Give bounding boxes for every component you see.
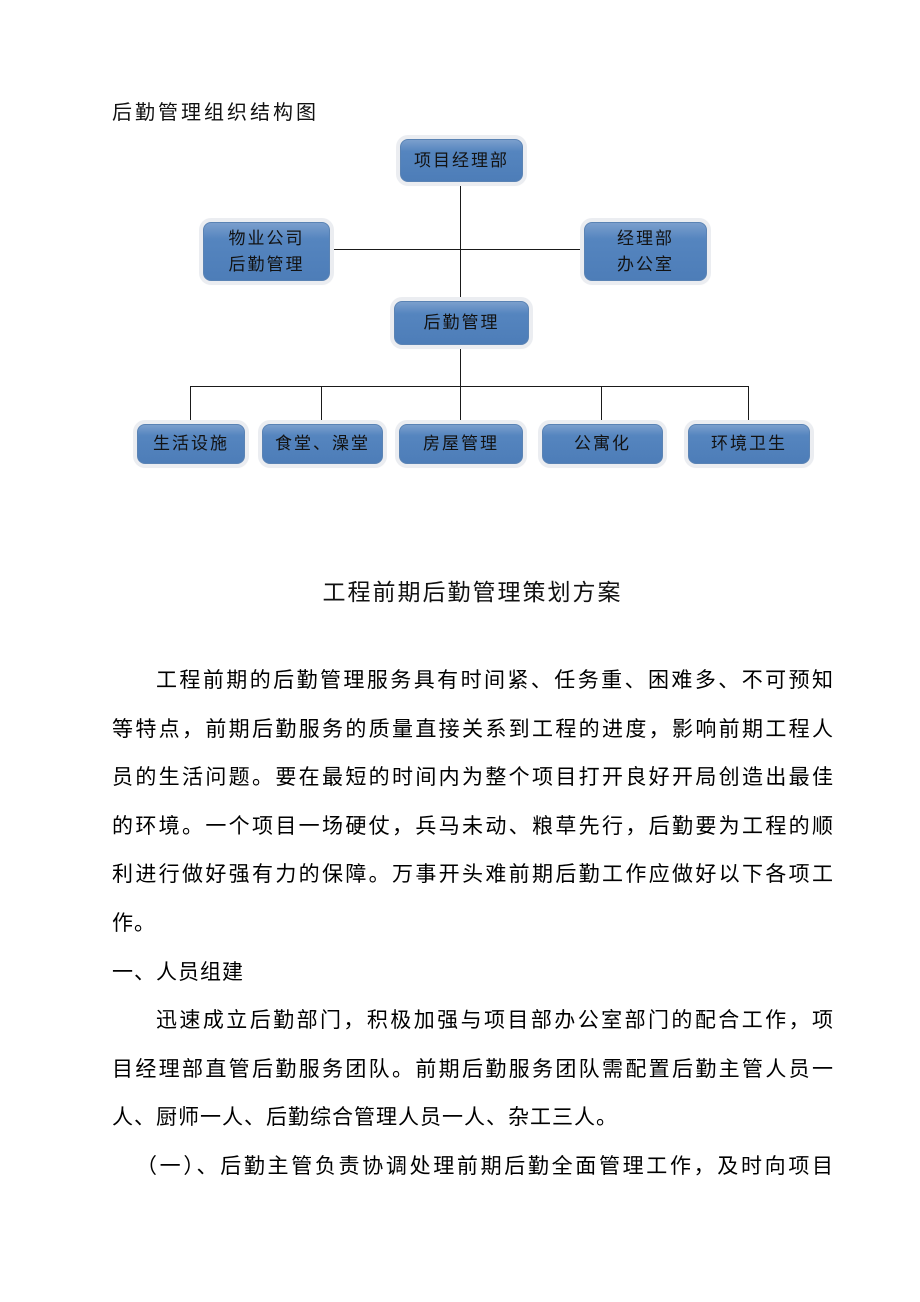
- section-heading: 一、人员组建: [112, 959, 244, 984]
- org-node-label: 物业公司: [228, 228, 305, 249]
- connector-line: [328, 249, 584, 251]
- connector-line: [460, 386, 462, 424]
- org-node-living-facilities: 生活设施: [137, 424, 245, 464]
- org-node-logistics-management: 后勤管理: [394, 301, 529, 345]
- document-title: 工程前期后勤管理策划方案: [322, 580, 623, 606]
- org-node-label: 房屋管理: [423, 434, 499, 454]
- text-line: 的环境。一个项目一场硬仗，兵马未动、粮草先行，后勤要为工程的顺: [112, 813, 833, 838]
- org-node-label: 生活设施: [153, 434, 229, 454]
- org-node-apartmentization: 公寓化: [542, 424, 663, 464]
- org-node-label: 公寓化: [574, 434, 631, 454]
- org-node-housing-management: 房屋管理: [399, 424, 523, 464]
- org-node-label: 后勤管理: [228, 254, 305, 275]
- org-node-label: 办公室: [617, 254, 674, 275]
- text-line: 迅速成立后勤部门，积极加强与项目部办公室部门的配合工作，项: [156, 1008, 833, 1033]
- text-line: 作。: [112, 910, 156, 935]
- text-line: （一）、后勤主管负责协调处理前期后勤全面管理工作，及时向项目: [136, 1153, 833, 1178]
- connector-line: [460, 180, 462, 302]
- text-line: 工程前期的后勤管理服务具有时间紧、任务重、困难多、不可预知: [156, 668, 833, 692]
- connector-line: [321, 386, 323, 424]
- text-line: 人、厨师一人、后勤综合管理人员一人、杂工三人。: [112, 1105, 618, 1130]
- connector-line: [190, 386, 192, 424]
- org-node-label: 环境卫生: [711, 434, 787, 454]
- org-chart-title: 后勤管理组织结构图: [112, 100, 319, 124]
- text-line: 等特点，前期后勤服务的质量直接关系到工程的进度，影响前期工程人: [112, 716, 833, 741]
- connector-line: [460, 343, 462, 386]
- text-line: 利进行做好强有力的保障。万事开头难前期后勤工作应做好以下各项工: [112, 862, 833, 887]
- org-node-environmental-sanitation: 环境卫生: [688, 424, 810, 464]
- connector-line: [190, 386, 748, 388]
- org-node-label: 后勤管理: [423, 313, 500, 333]
- text-line: 目经理部直管后勤服务团队。前期后勤服务团队需配置后勤主管人员一: [112, 1056, 833, 1081]
- org-node-label: 经理部: [617, 228, 674, 249]
- org-node-project-manager-dept: 项目经理部: [400, 139, 523, 182]
- org-node-manager-dept-office: 经理部 办公室: [584, 222, 707, 281]
- org-node-label: 食堂、澡堂: [275, 434, 370, 454]
- connector-line: [601, 386, 603, 424]
- org-node-canteen-bathhouse: 食堂、澡堂: [262, 424, 383, 464]
- document-body: 工程前期的后勤管理服务具有时间紧、任务重、困难多、不可预知 等特点，前期后勤服务…: [112, 656, 833, 1191]
- org-node-property-company-logistics: 物业公司 后勤管理: [203, 222, 330, 281]
- text-line: 员的生活问题。要在最短的时间内为整个项目打开良好开局创造出最佳: [112, 765, 833, 790]
- connector-line: [748, 386, 750, 424]
- org-node-label: 项目经理部: [414, 150, 509, 171]
